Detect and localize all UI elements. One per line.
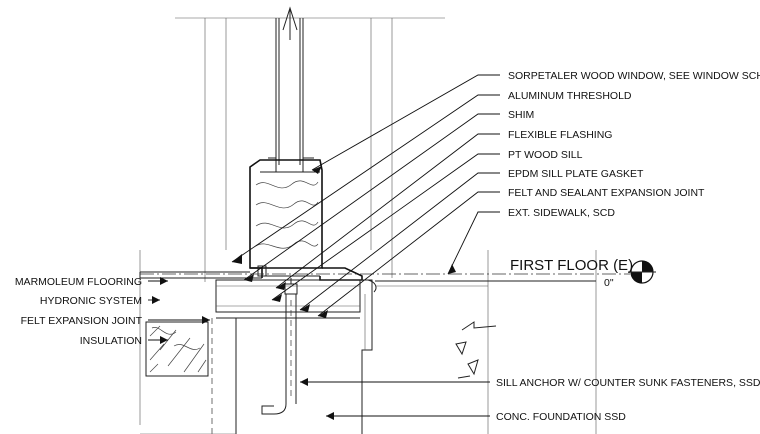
labels-bottom: SILL ANCHOR W/ COUNTER SUNK FASTENERS, S… (496, 377, 760, 423)
labels-left: MARMOLEUM FLOORING HYDRONIC SYSTEM FELT … (15, 276, 143, 347)
label-gasket: EPDM SILL PLATE GASKET (508, 168, 644, 180)
label-sill-anchor: SILL ANCHOR W/ COUNTER SUNK FASTENERS, S… (496, 377, 760, 389)
leader-lines-bottom (300, 378, 490, 420)
labels-right: SORPETALER WOOD WINDOW, SEE WINDOW SCHED… (508, 70, 760, 219)
sidewalk-marks (455, 321, 497, 379)
leader-lines-left (148, 277, 210, 344)
first-floor-level-line (140, 273, 630, 287)
label-threshold: ALUMINUM THRESHOLD (508, 90, 632, 102)
foundation (140, 279, 377, 434)
window-frame (268, 6, 314, 173)
label-expansion-joint: FELT AND SEALANT EXPANSION JOINT (508, 187, 705, 199)
level-elevation: 0" (604, 277, 614, 289)
label-flooring: MARMOLEUM FLOORING (15, 276, 142, 288)
level-marker-icon (628, 260, 656, 284)
label-insulation: INSULATION (80, 335, 142, 347)
label-window: SORPETALER WOOD WINDOW, SEE WINDOW SCHED… (508, 70, 760, 82)
insulation-hatch (145, 321, 209, 377)
label-foundation: CONC. FOUNDATION SSD (496, 411, 626, 423)
background-lines (139, 17, 597, 434)
label-felt-joint: FELT EXPANSION JOINT (21, 315, 143, 327)
level-marker: FIRST FLOOR (E) 0" (510, 257, 633, 289)
label-sidewalk: EXT. SIDEWALK, SCD (508, 207, 615, 219)
pt-wood-sill-block (249, 159, 323, 269)
label-flashing: FLEXIBLE FLASHING (508, 129, 612, 141)
leader-lines (231, 74, 500, 318)
label-pt-sill: PT WOOD SILL (508, 149, 583, 161)
label-hydronic: HYDRONIC SYSTEM (40, 295, 142, 307)
label-shim: SHIM (508, 109, 534, 121)
level-name: FIRST FLOOR (E) (510, 257, 633, 274)
